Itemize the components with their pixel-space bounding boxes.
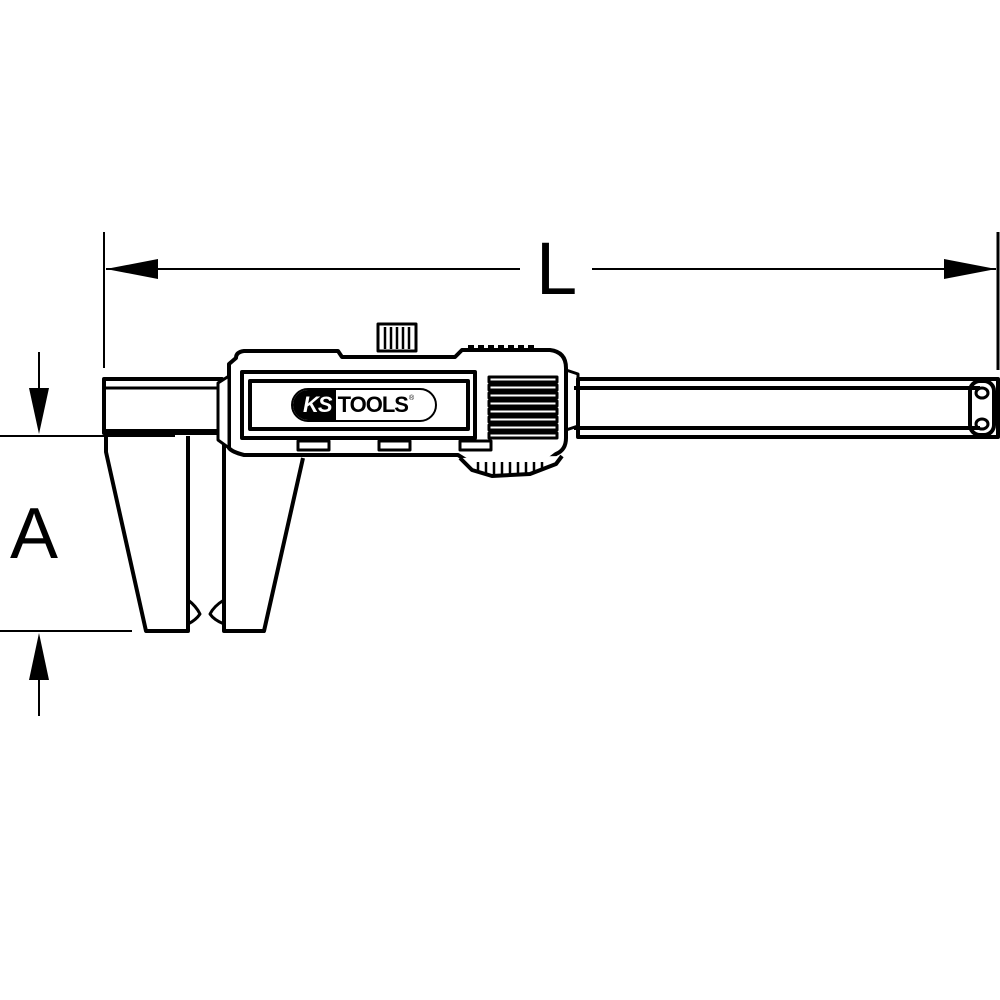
lock-screw-knurl bbox=[383, 327, 411, 349]
depth-dimension-label: A bbox=[10, 494, 59, 574]
display-screen bbox=[248, 379, 470, 431]
a-arrowhead-bottom bbox=[29, 633, 49, 680]
sliding-jaw bbox=[222, 440, 305, 633]
sliding-jaw-tip bbox=[208, 598, 225, 626]
length-dimension-label: L bbox=[536, 227, 578, 310]
thumb-wheel-knurl bbox=[476, 462, 544, 475]
l-arrowhead-left bbox=[106, 259, 158, 279]
fixed-jaw-tip bbox=[187, 598, 202, 626]
beam-end-cap bbox=[968, 379, 996, 437]
brand-logo-ks: KS bbox=[293, 390, 336, 420]
display-frame bbox=[240, 370, 477, 440]
grip-lines bbox=[487, 375, 559, 440]
button-1 bbox=[296, 439, 331, 452]
beam-hole-top bbox=[974, 386, 990, 400]
top-grip-bumps bbox=[468, 345, 534, 350]
brand-logo-tools: TOOLS bbox=[335, 390, 409, 420]
button-3 bbox=[458, 439, 493, 452]
button-2 bbox=[377, 439, 412, 452]
a-arrowhead-top bbox=[29, 388, 49, 434]
beam-hole-bottom bbox=[974, 417, 990, 431]
l-arrowhead-right bbox=[944, 259, 996, 279]
fixed-jaw bbox=[104, 433, 190, 633]
brand-logo: KS TOOLS ® bbox=[291, 388, 437, 422]
beam-right bbox=[576, 377, 1000, 439]
registered-mark: ® bbox=[408, 395, 415, 402]
